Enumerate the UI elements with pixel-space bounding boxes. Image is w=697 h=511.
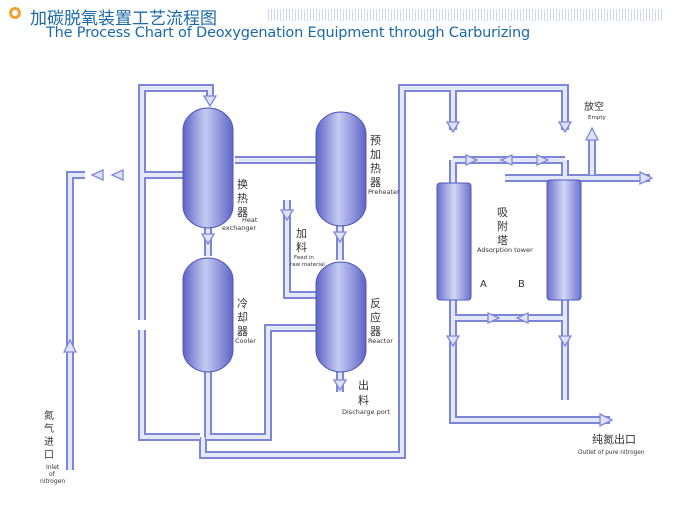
reactor-vessel	[315, 261, 367, 373]
inlet-label-en-2: of	[49, 471, 56, 478]
arrow-bottom-right	[487, 311, 501, 325]
outlet-label-en: Outlet of pure nitrogen	[578, 450, 645, 456]
pipe-top-right	[453, 84, 569, 130]
reactor-label-cn-2: 应	[370, 310, 381, 324]
arrow-feed	[279, 209, 295, 222]
inlet-label-cn-1: 氮	[44, 409, 54, 422]
header-divider	[268, 9, 663, 21]
inlet-label-en-1: Inlet	[46, 464, 60, 471]
cooler-vessel	[182, 257, 234, 373]
arrow-left-2	[110, 168, 124, 182]
arrow-bottom-left	[515, 311, 529, 325]
arrow-down-b	[557, 121, 573, 134]
reactor-label-cn-1: 反	[370, 297, 381, 310]
preheater-label-cn-1: 预	[370, 134, 381, 147]
tower-b-label: B	[518, 279, 525, 290]
heat-exchanger-label-en-1: Heat	[242, 216, 258, 224]
heat-exchanger-label-cn-2: 热	[237, 192, 248, 205]
discharge-label-cn-2: 料	[358, 393, 369, 407]
preheater-label-cn-3: 热	[370, 162, 381, 175]
cooler-label-cn-2: 却	[237, 311, 248, 324]
arrow-left-1	[90, 168, 104, 182]
adsorption-label-cn-1: 吸	[497, 206, 508, 219]
arrow-left-b	[499, 153, 513, 167]
inlet-label-cn-2: 气	[44, 422, 54, 435]
adsorption-label-cn-2: 附	[497, 219, 508, 233]
preheater-label-cn-2: 加	[370, 148, 381, 161]
arrow-outlet	[599, 412, 614, 428]
feed-label-cn-1: 加	[296, 227, 307, 240]
arrow-down-right-out	[557, 335, 573, 348]
title-english: The Process Chart of Deoxygenation Equip…	[46, 25, 530, 41]
cooler-label-en: Cooler	[235, 337, 256, 345]
feed-label-cn-2: 料	[296, 240, 307, 254]
adsorption-tower-a	[436, 182, 472, 301]
discharge-label-cn-1: 出	[358, 378, 369, 392]
preheater-label-cn-4: 器	[370, 176, 381, 189]
discharge-label-en: Discharge port	[342, 408, 390, 416]
tower-a-label: A	[480, 279, 487, 290]
arrow-down-cooler	[200, 233, 216, 246]
pipe-outlet-left	[449, 318, 610, 424]
arrow-down-a	[445, 121, 461, 134]
cooler-label-cn-3: 器	[237, 325, 248, 338]
reactor-label-cn-3: 器	[370, 325, 381, 338]
outlet-label-cn: 纯氮出口	[592, 432, 636, 446]
arrow-right-c	[536, 153, 550, 167]
title-chinese: 加碳脱氧装置工艺流程图	[30, 9, 217, 29]
feed-label-en-1: Feed in	[294, 255, 314, 261]
inlet-label-cn-3: 进	[44, 436, 54, 448]
adsorption-label-en: Adsorption tower	[477, 246, 533, 254]
heat-exchanger-vessel	[182, 107, 234, 229]
arrow-down-left-out	[445, 335, 461, 348]
arrow-inlet-up	[62, 338, 78, 353]
arrow-down-he	[202, 95, 218, 108]
preheater-vessel	[315, 111, 367, 227]
feed-label-en-2: raw material	[290, 262, 325, 268]
adsorption-label-cn-3: 塔	[497, 234, 508, 247]
adsorption-tower-b	[546, 179, 582, 301]
arrow-down-reactor	[332, 231, 348, 244]
vent-label-cn: 放空	[584, 100, 604, 113]
arrow-right-a	[465, 153, 479, 167]
inlet-label-cn-4: 口	[44, 450, 54, 461]
heat-exchanger-label-cn-3: 器	[237, 206, 248, 219]
pipe-inlet-left	[66, 171, 85, 470]
vent-label-en: Empty	[588, 115, 606, 121]
header: 加碳脱氧装置工艺流程图 The Process Chart of Deoxyge…	[6, 3, 692, 45]
title-bullet-icon	[9, 7, 21, 19]
arrow-discharge	[332, 379, 348, 392]
arrow-vent-out	[639, 170, 654, 186]
cooler-label-cn-1: 冷	[237, 297, 248, 310]
inlet-label-en-3: nitrogen	[40, 478, 65, 485]
heat-exchanger-label-cn-1: 换	[237, 177, 248, 191]
arrow-vent	[584, 126, 600, 141]
preheater-label-en: Preheater	[368, 188, 400, 196]
heat-exchanger-label-en-2: exchanger	[222, 224, 257, 232]
reactor-label-en: Reactor	[368, 337, 393, 345]
